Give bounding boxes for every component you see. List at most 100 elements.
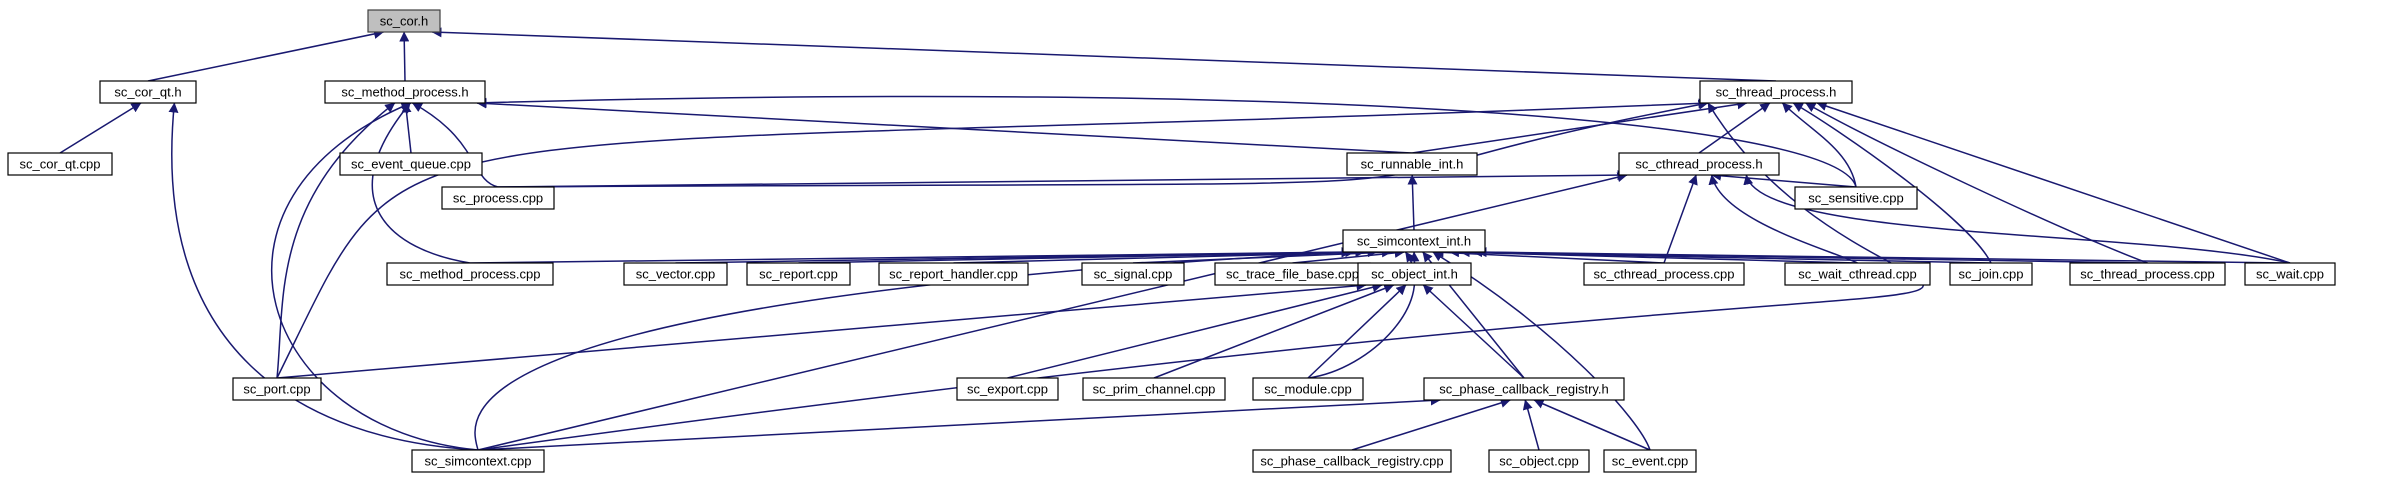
- node-sc-signal-cpp[interactable]: sc_signal.cpp: [1081, 262, 1185, 286]
- node-label: sc_method_process.cpp: [400, 267, 541, 282]
- node-sc-cor-qt-h[interactable]: sc_cor_qt.h: [99, 80, 197, 104]
- node-box: [411, 449, 545, 473]
- edge-sc_sensitive_cpp-to-sc_cthread_process_h: [1711, 170, 1857, 188]
- node-sc-vector-cpp[interactable]: sc_vector.cpp: [623, 262, 728, 286]
- node-label: sc_wait.cpp: [2256, 267, 2324, 282]
- node-label: sc_signal.cpp: [1094, 267, 1173, 282]
- edge-sc_export_cpp-to-sc_object_int_h: [1007, 282, 1383, 379]
- edge-sc_report_cpp-to-sc_simcontext_int_h: [798, 247, 1366, 264]
- node-sc-cthread-process-h[interactable]: sc_cthread_process.h: [1618, 152, 1780, 176]
- node-box: [1081, 262, 1185, 286]
- node-sc-report-handler-cpp[interactable]: sc_report_handler.cpp: [878, 262, 1029, 286]
- node-box: [367, 9, 441, 33]
- node-label: sc_method_process.h: [341, 85, 468, 100]
- node-box: [339, 152, 483, 176]
- node-sc-sensitive-cpp[interactable]: sc_sensitive.cpp: [1794, 186, 1918, 210]
- edge-sc_process_cpp-to-sc_cthread_process_h: [497, 170, 1628, 188]
- node-box: [1342, 229, 1486, 253]
- node-box: [2244, 262, 2336, 286]
- node-sc-phase-callback-registry-h[interactable]: sc_phase_callback_registry.h: [1423, 377, 1625, 401]
- node-box: [1357, 262, 1472, 286]
- node-sc-object-int-h[interactable]: sc_object_int.h: [1357, 262, 1472, 286]
- node-sc-thread-process-cpp[interactable]: sc_thread_process.cpp: [2069, 262, 2226, 286]
- edge-sc_cthread_process_cpp-to-sc_cthread_process_h: [1663, 174, 1698, 264]
- node-sc-method-process-h[interactable]: sc_method_process.h: [324, 80, 486, 104]
- node-box: [324, 80, 486, 104]
- node-sc-wait-cthread-cpp[interactable]: sc_wait_cthread.cpp: [1784, 262, 1931, 286]
- edge-sc_phase_callback_registry_cpp-to-sc_phase_callback_registry_h: [1351, 398, 1511, 451]
- node-sc-simcontext-int-h[interactable]: sc_simcontext_int.h: [1342, 229, 1486, 253]
- node-label: sc_object_int.h: [1371, 267, 1458, 282]
- node-sc-cor-h[interactable]: sc_cor.h: [367, 9, 441, 33]
- node-box: [956, 377, 1059, 401]
- node-label: sc_report.cpp: [759, 267, 838, 282]
- node-box: [1082, 377, 1226, 401]
- node-sc-cor-qt-cpp[interactable]: sc_cor_qt.cpp: [7, 152, 113, 176]
- edge-sc_method_process_cpp-to-sc_method_process_h: [371, 102, 471, 264]
- node-box: [1949, 262, 2033, 286]
- node-box: [1252, 377, 1364, 401]
- node-label: sc_report_handler.cpp: [889, 267, 1018, 282]
- edge-sc_process_cpp-to-sc_thread_process_h: [497, 99, 1709, 188]
- node-label: sc_export.cpp: [967, 382, 1048, 397]
- node-label: sc_sensitive.cpp: [1808, 191, 1903, 206]
- node-box: [1252, 449, 1452, 473]
- node-sc-trace-file-base-cpp[interactable]: sc_trace_file_base.cpp: [1214, 262, 1371, 286]
- node-sc-event-queue-cpp[interactable]: sc_event_queue.cpp: [339, 152, 483, 176]
- node-label: sc_thread_process.h: [1716, 85, 1837, 100]
- node-sc-simcontext-cpp[interactable]: sc_simcontext.cpp: [411, 449, 545, 473]
- node-sc-event-cpp[interactable]: sc_event.cpp: [1603, 449, 1697, 473]
- node-box: [1618, 152, 1780, 176]
- edge-sc_sensitive_cpp-to-sc_thread_process_h: [1781, 102, 1857, 188]
- node-sc-port-cpp[interactable]: sc_port.cpp: [232, 377, 322, 401]
- node-sc-process-cpp[interactable]: sc_process.cpp: [441, 186, 555, 210]
- node-sc-thread-process-h[interactable]: sc_thread_process.h: [1699, 80, 1853, 104]
- edge-sc_cor_qt_h-to-sc_cor_h: [147, 29, 385, 82]
- node-box: [1488, 449, 1590, 473]
- node-label: sc_cthread_process.cpp: [1594, 267, 1735, 282]
- edge-sc_phase_callback_registry_h-to-sc_object_int_h: [1422, 284, 1525, 379]
- node-sc-runnable-int-h[interactable]: sc_runnable_int.h: [1346, 152, 1478, 176]
- edge-sc_simcontext_cpp-to-sc_thread_process_h: [477, 102, 1924, 451]
- node-sc-phase-callback-registry-cpp[interactable]: sc_phase_callback_registry.cpp: [1252, 449, 1452, 473]
- node-label: sc_module.cpp: [1264, 382, 1351, 397]
- node-sc-join-cpp[interactable]: sc_join.cpp: [1949, 262, 2033, 286]
- node-sc-method-process-cpp[interactable]: sc_method_process.cpp: [386, 262, 554, 286]
- dependency-edges: [59, 27, 2291, 451]
- edge-sc_object_cpp-to-sc_phase_callback_registry_h: [1522, 399, 1540, 451]
- node-sc-report-cpp[interactable]: sc_report.cpp: [746, 262, 851, 286]
- node-sc-object-cpp[interactable]: sc_object.cpp: [1488, 449, 1590, 473]
- edge-sc_sensitive_cpp-to-sc_method_process_h: [476, 95, 1857, 188]
- node-sc-module-cpp[interactable]: sc_module.cpp: [1252, 377, 1364, 401]
- node-label: sc_cor.h: [380, 14, 428, 29]
- edge-sc_thread_process_cpp-to-sc_thread_process_h: [1805, 102, 2148, 264]
- node-label: sc_event_queue.cpp: [351, 157, 471, 172]
- edge-sc_join_cpp-to-sc_thread_process_h: [1792, 102, 1992, 264]
- edge-sc_runnable_int_h-to-sc_thread_process_h: [1411, 99, 1748, 154]
- node-sc-prim-channel-cpp[interactable]: sc_prim_channel.cpp: [1082, 377, 1226, 401]
- node-label: sc_trace_file_base.cpp: [1226, 267, 1359, 282]
- node-label: sc_phase_callback_registry.cpp: [1260, 454, 1443, 469]
- node-sc-wait-cpp[interactable]: sc_wait.cpp: [2244, 262, 2336, 286]
- node-label: sc_simcontext.cpp: [425, 454, 532, 469]
- node-box: [386, 262, 554, 286]
- node-label: sc_join.cpp: [1958, 267, 2023, 282]
- node-sc-export-cpp[interactable]: sc_export.cpp: [956, 377, 1059, 401]
- edge-sc_simcontext_cpp-to-sc_phase_callback_registry_h: [477, 395, 1441, 451]
- edge-sc_runnable_int_h-to-sc_method_process_h: [476, 98, 1413, 154]
- node-box: [1346, 152, 1478, 176]
- edge-sc_simcontext_int_h-to-sc_runnable_int_h: [1407, 174, 1418, 231]
- node-label: sc_thread_process.cpp: [2080, 267, 2214, 282]
- edge-sc_wait_cpp-to-sc_simcontext_int_h: [1476, 247, 2291, 264]
- node-box: [1794, 186, 1918, 210]
- node-label: sc_vector.cpp: [636, 267, 716, 282]
- edge-sc_trace_file_base_cpp-to-sc_simcontext_int_h: [1292, 247, 1405, 264]
- edge-sc_event_cpp-to-sc_phase_callback_registry_h: [1533, 399, 1651, 451]
- node-box: [878, 262, 1029, 286]
- node-sc-cthread-process-cpp[interactable]: sc_cthread_process.cpp: [1583, 262, 1745, 286]
- node-label: sc_prim_channel.cpp: [1093, 382, 1216, 397]
- node-box: [99, 80, 197, 104]
- edge-sc_event_queue_cpp-to-sc_method_process_h: [401, 102, 412, 154]
